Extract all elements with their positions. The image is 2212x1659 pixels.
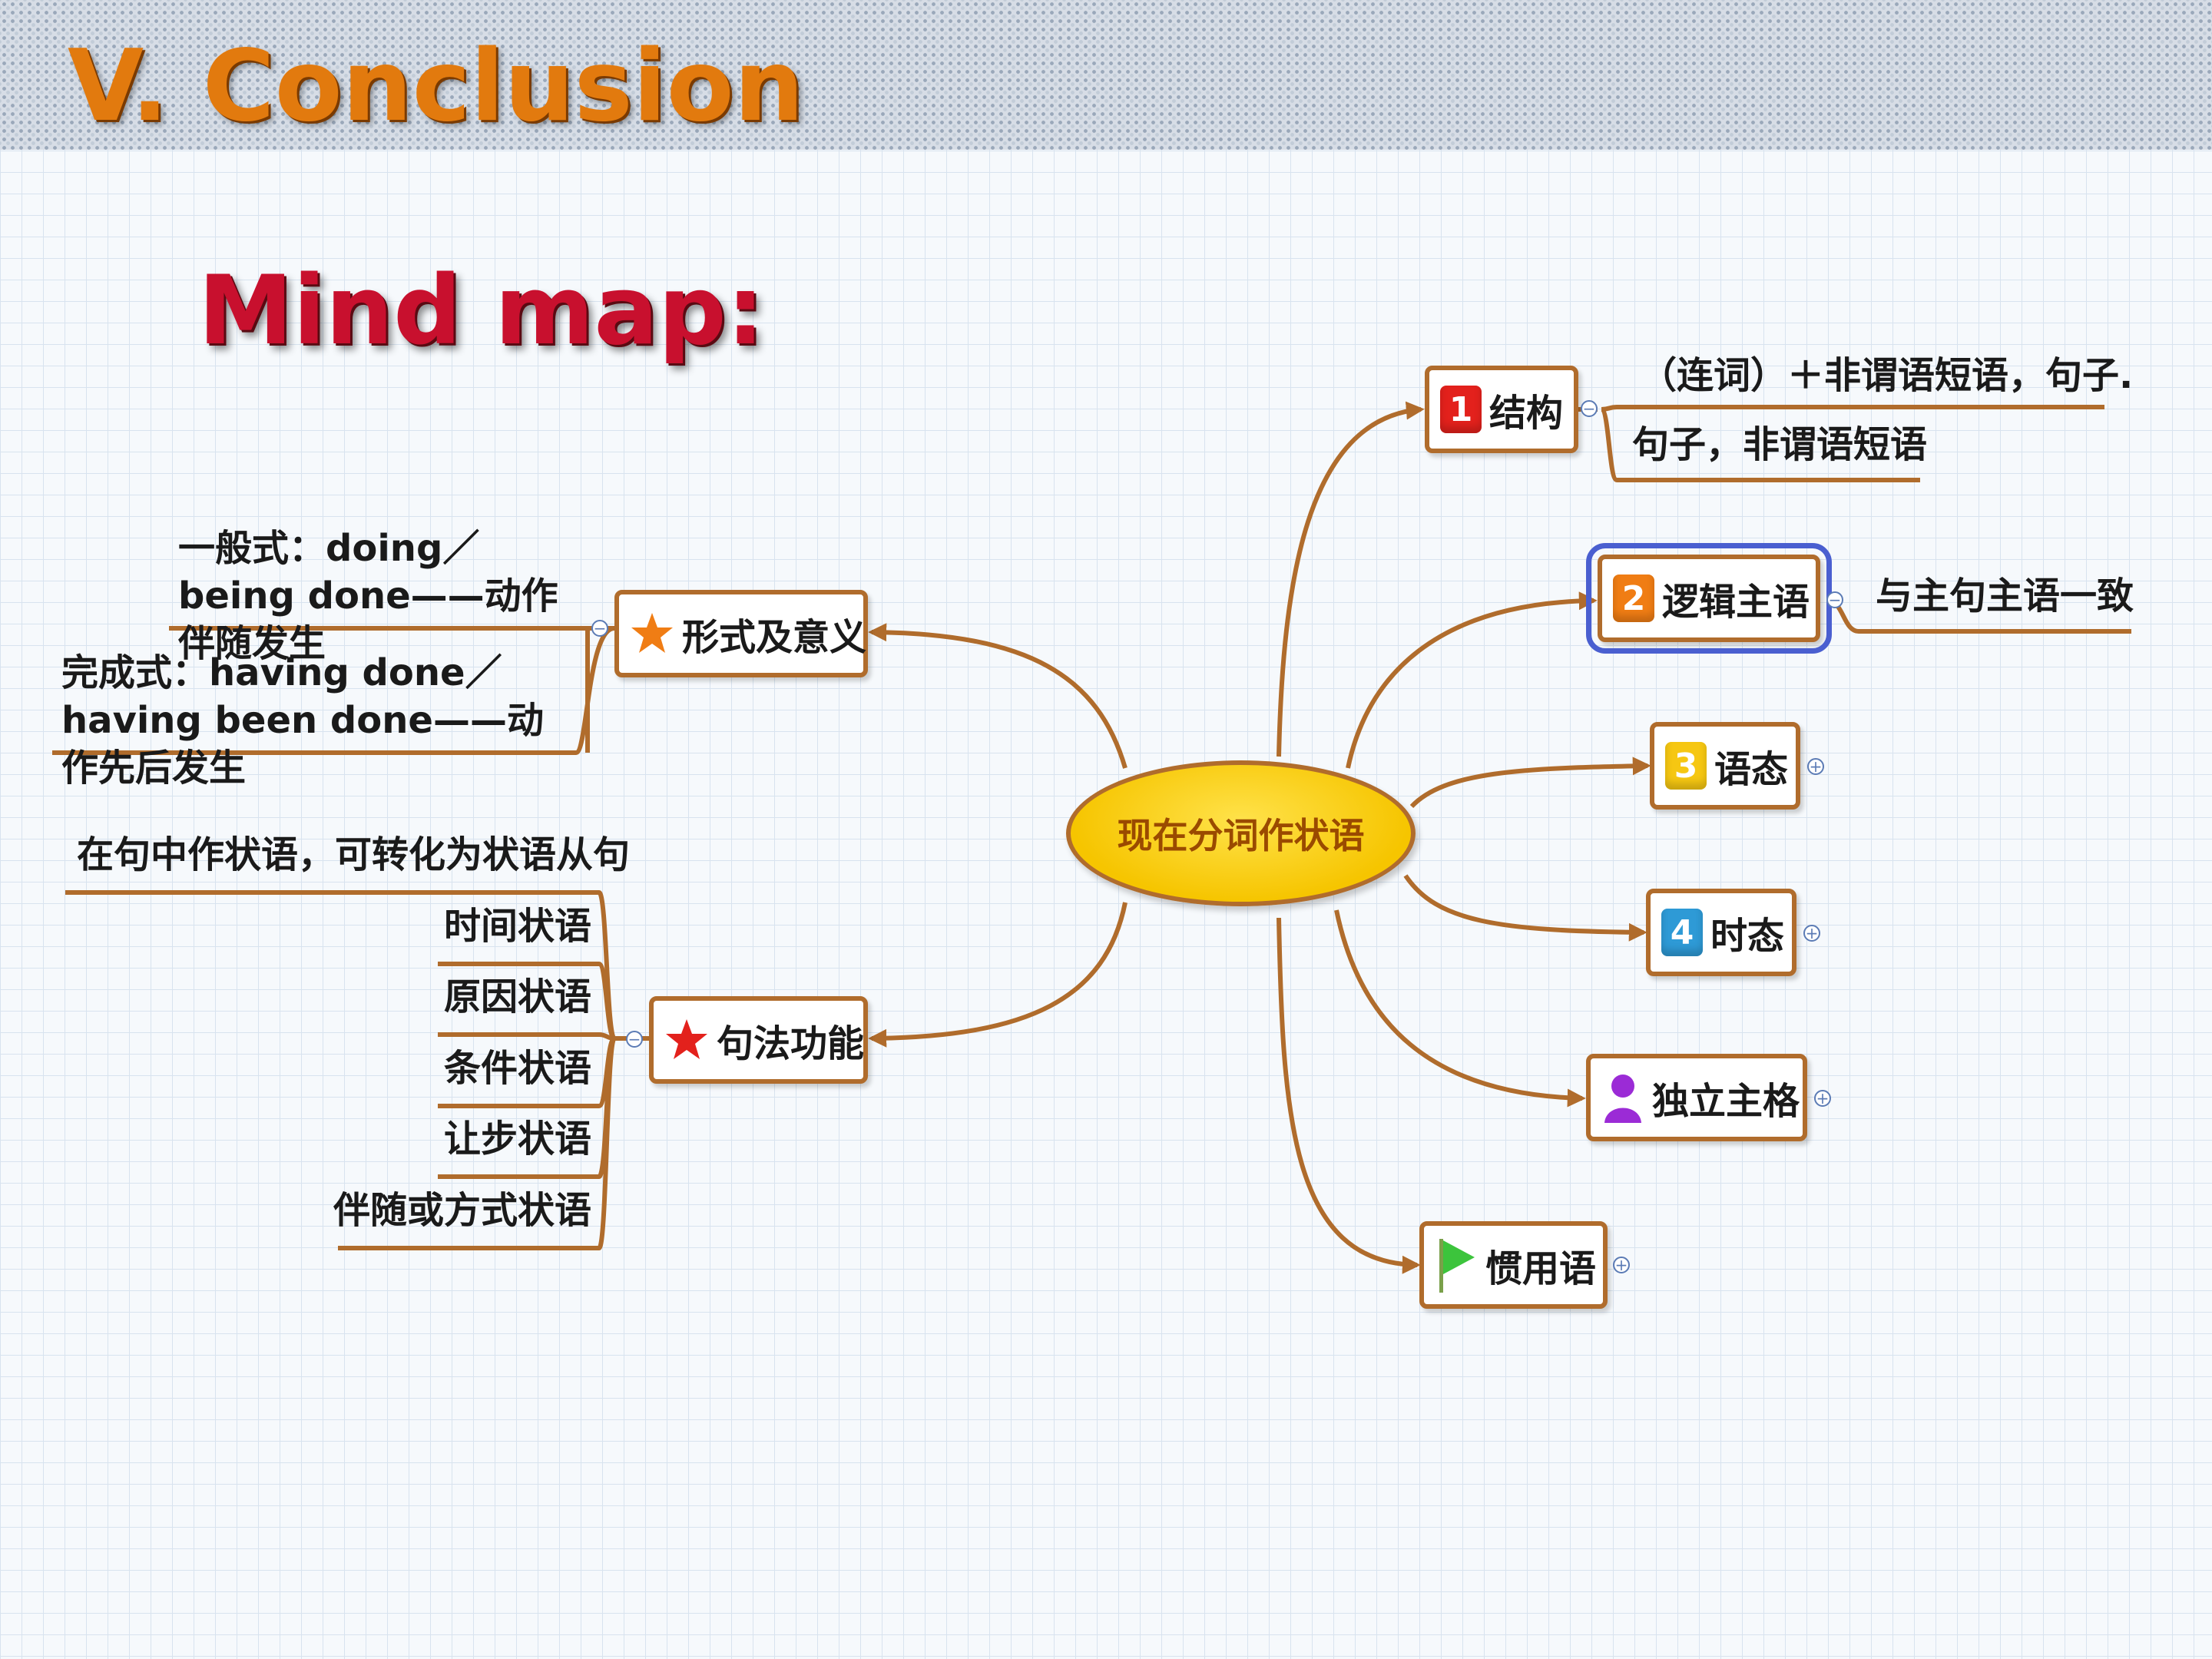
node-voice-label: 语态 [1714,748,1789,791]
expand-idioms-icon[interactable]: + [1613,1257,1630,1273]
node-voice[interactable]: 3 语态 [1650,722,1800,810]
node-logical-subject-label: 逻辑主语 [1662,581,1810,624]
central-topic[interactable]: 现在分词作状语 [1066,760,1416,906]
node-syntax[interactable]: 句法功能 [649,996,868,1084]
syntax-item-6[interactable]: 伴随或方式状语 [333,1189,591,1232]
node-form-meaning-label: 形式及意义 [682,616,867,659]
red-star-icon [664,1018,709,1062]
syntax-item-5[interactable]: 让步状语 [443,1118,591,1161]
expand-tense-icon[interactable]: + [1803,925,1820,942]
green-flag-icon [1435,1236,1478,1294]
syntax-item-3[interactable]: 原因状语 [443,975,591,1018]
collapse-form-meaning-icon[interactable]: − [591,620,608,637]
person-icon [1601,1071,1644,1124]
form-meaning-item-1[interactable]: 一般式：doing／ being done——动作伴随发生 [178,527,558,665]
form-meaning-item-2[interactable]: 完成式：having done／having been done——动作先后发生 [61,651,544,790]
header-band [0,0,2212,150]
node-absolute-label: 独立主格 [1652,1080,1800,1123]
node-logical-subject[interactable]: 2 逻辑主语 [1586,543,1832,654]
structure-item-1[interactable]: （连词）＋非谓语短语，句子. [1640,354,2134,397]
node-absolute[interactable]: 独立主格 [1586,1054,1807,1141]
logical-subject-item-1[interactable]: 与主句主语一致 [1876,575,2134,618]
mind-map-subtitle: Mind map: [198,256,765,366]
expand-voice-icon[interactable]: + [1807,758,1824,775]
connector-tense [1403,874,1647,942]
syntax-item-1[interactable]: 在句中作状语，可转化为状语从句 [77,833,631,876]
connector-logical-subject [1346,591,1598,769]
node-idioms[interactable]: 惯用语 [1419,1221,1608,1309]
connector-absolute [1334,909,1586,1108]
expand-absolute-icon[interactable]: + [1814,1090,1831,1107]
priority-1-icon: 1 [1440,386,1482,433]
priority-2-icon: 2 [1613,575,1654,622]
node-structure[interactable]: 1 结构 [1425,366,1578,453]
node-tense-label: 时态 [1710,915,1785,958]
node-form-meaning[interactable]: 形式及意义 [614,590,868,677]
connector-voice [1409,757,1651,809]
syntax-item-4[interactable]: 条件状语 [443,1047,591,1090]
priority-4-icon: 4 [1661,909,1703,956]
orange-star-icon [630,611,674,656]
collapse-syntax-icon[interactable]: − [626,1031,643,1048]
collapse-structure-icon[interactable]: − [1581,400,1598,417]
connector-structure [1277,401,1425,757]
slide-title: V. Conclusion [68,29,804,144]
node-syntax-label: 句法功能 [717,1022,865,1065]
collapse-logical-subject-icon[interactable]: − [1826,591,1843,608]
structure-item-2[interactable]: 句子，非谓语短语 [1632,423,1928,466]
node-structure-label: 结构 [1489,392,1564,435]
syntax-item-2[interactable]: 时间状语 [443,905,591,948]
node-idioms-label: 惯用语 [1485,1247,1597,1290]
priority-3-icon: 3 [1665,742,1707,790]
node-tense[interactable]: 4 时态 [1646,889,1796,976]
connector-form-meaning [868,623,1128,769]
connector-syntax [868,902,1128,1048]
connector-idioms [1277,917,1421,1274]
